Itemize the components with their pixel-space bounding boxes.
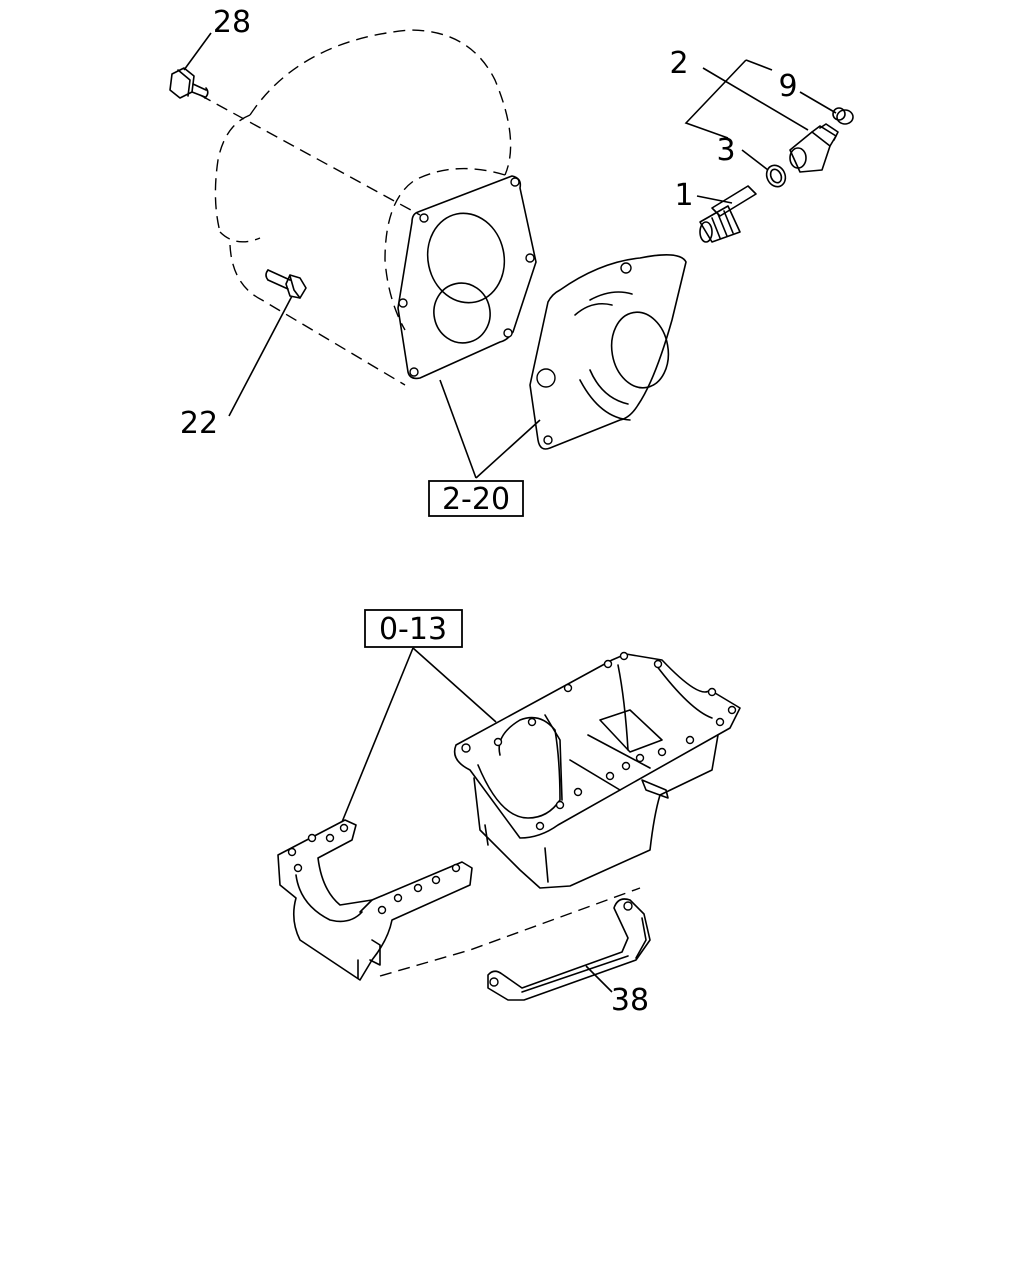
reference-box-0-13[interactable]: 0-13 (364, 609, 463, 648)
crankcase-support (277, 819, 473, 981)
leader-1 (696, 195, 733, 204)
callout-2[interactable]: 2 (669, 46, 688, 81)
reference-label-0-13: 0-13 (379, 612, 447, 647)
bolt-22-icon (265, 269, 307, 299)
leader-2-20-right (475, 419, 541, 479)
callout-22[interactable]: 22 (180, 406, 218, 441)
speedometer-sleeve-icon (789, 123, 839, 173)
dashed-link-pan-support (379, 887, 641, 977)
leader-38 (585, 965, 613, 993)
leader-0-13-left (341, 647, 414, 823)
leader-0-13-right (412, 647, 497, 723)
bolt-28-icon (169, 67, 209, 99)
leader-2 (702, 67, 809, 131)
flywheel-housing-outline (199, 29, 512, 386)
callout-38[interactable]: 38 (611, 983, 649, 1018)
o-ring-3-icon (765, 164, 787, 188)
leader-2-20-left (439, 379, 477, 479)
callout-1[interactable]: 1 (674, 178, 693, 213)
leader-9 (745, 59, 773, 71)
callout-28[interactable]: 28 (213, 5, 251, 40)
leader-22 (228, 295, 293, 417)
oil-pan (453, 651, 741, 889)
leader-28 (183, 32, 212, 71)
reference-label-2-20: 2-20 (442, 482, 510, 517)
cap-9-icon (832, 107, 854, 125)
driven-gear-1-icon (699, 185, 757, 243)
bracket-2-3 (684, 59, 747, 139)
adapter-plate (397, 175, 537, 380)
leader-9b (799, 91, 837, 114)
leader-3 (741, 149, 769, 171)
reference-box-2-20[interactable]: 2-20 (428, 480, 524, 517)
stay-38-icon (487, 898, 651, 1001)
cover-plate (529, 254, 687, 450)
callout-3[interactable]: 3 (716, 133, 735, 168)
callout-9[interactable]: 9 (778, 69, 797, 104)
